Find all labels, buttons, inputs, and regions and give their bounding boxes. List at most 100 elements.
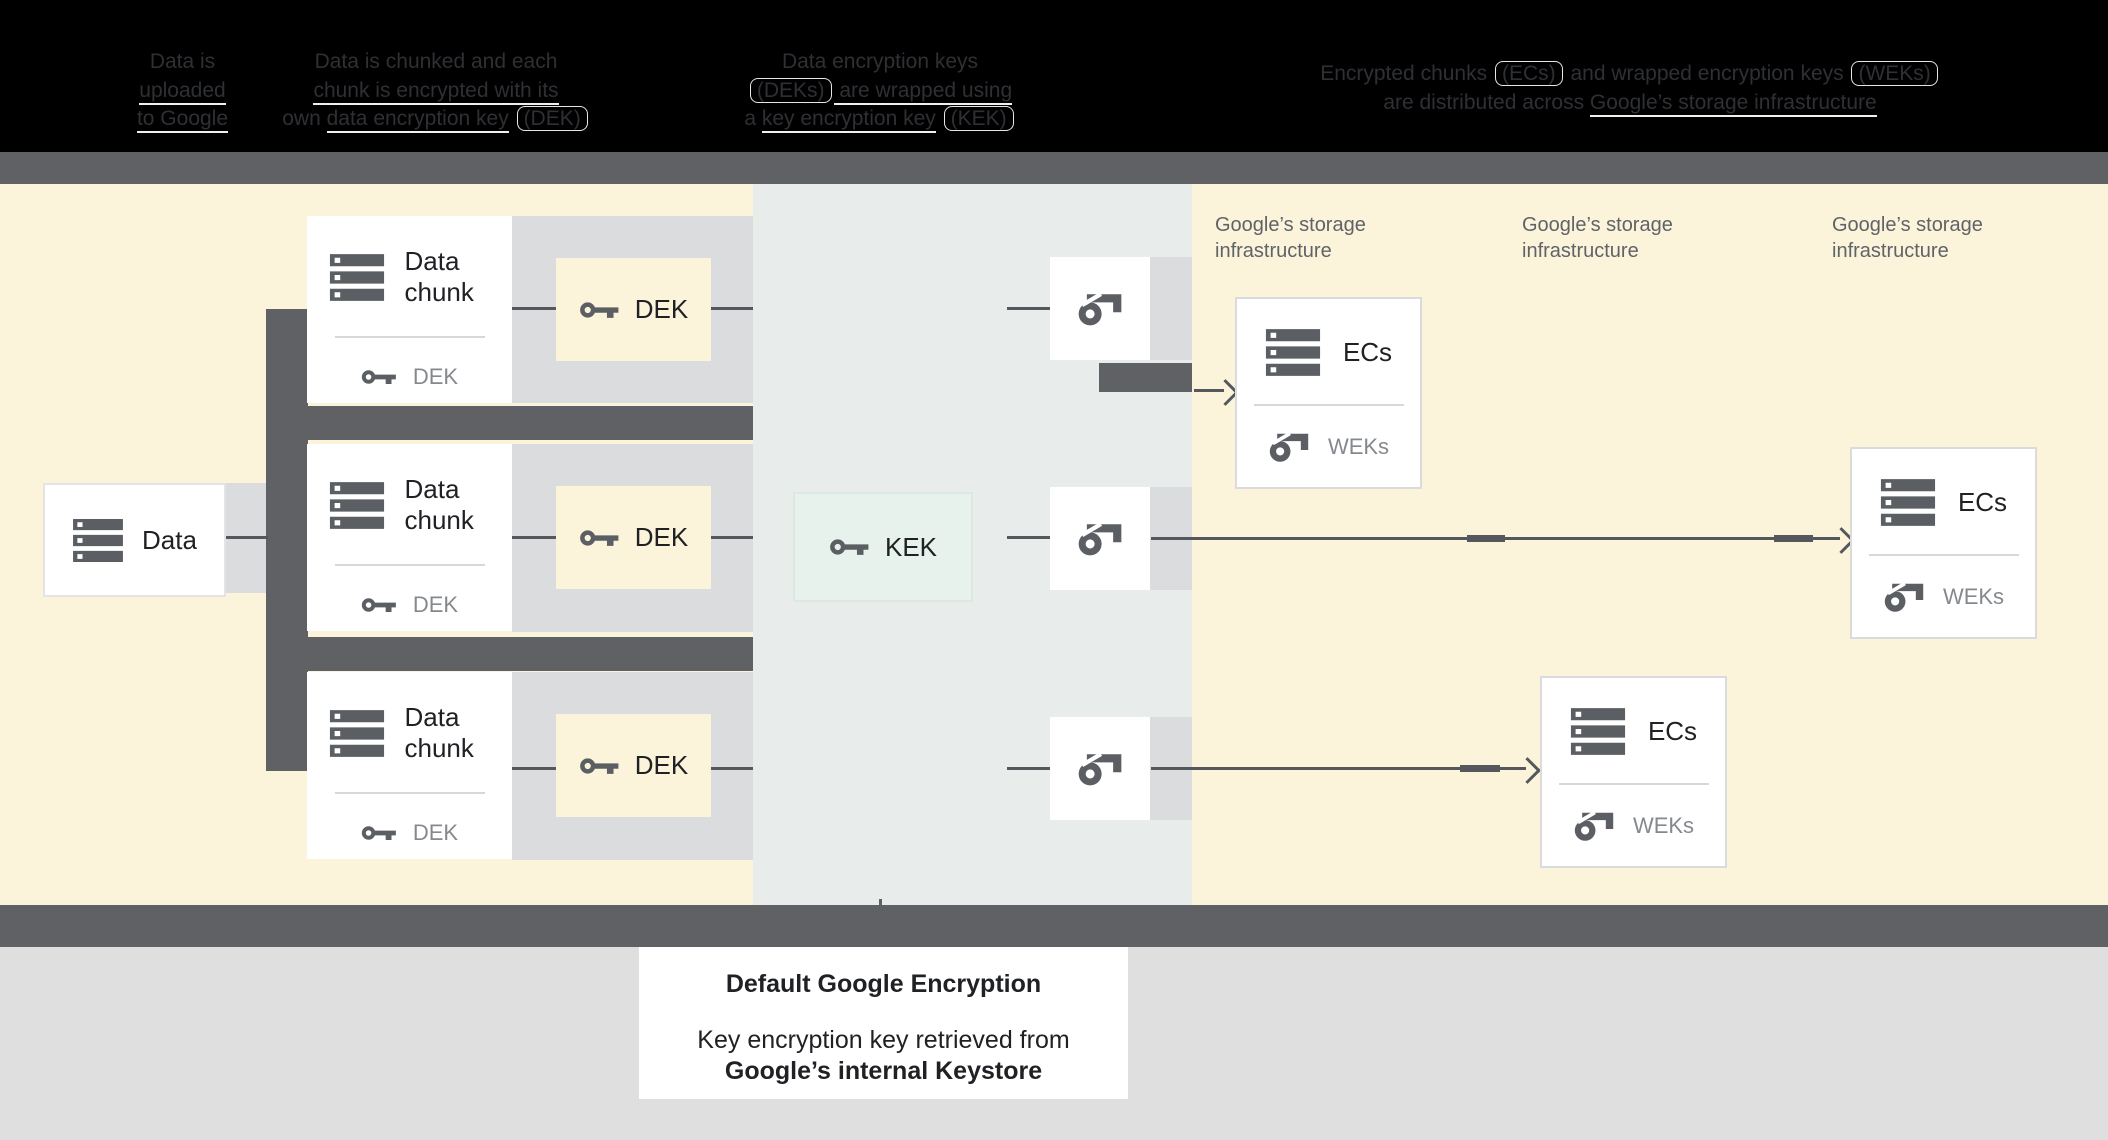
header-caption-line: chunk is encrypted with its [275, 77, 597, 106]
header-term-chip[interactable]: (KEK) [943, 106, 1014, 131]
split-band-2 [266, 637, 753, 671]
split-band-1 [266, 406, 753, 440]
ecs-header: ECs [1570, 708, 1697, 755]
chunk-key-label: DEK [412, 364, 459, 389]
chunk-server-icon [329, 709, 385, 757]
header-caption-line: Data encryption keys [722, 48, 1038, 77]
ecs-header: ECs [1265, 329, 1392, 376]
data-chunk-box-1: Data chunk DEK [307, 216, 512, 403]
header-link[interactable]: to Google [136, 107, 229, 133]
header-caption-line: are distributed across Google’s storage … [1300, 89, 1960, 118]
ecs-header: ECs [1880, 479, 2007, 526]
header-caption-line: (DEKs) are wrapped using [722, 77, 1038, 106]
data-split-trunk [266, 309, 308, 771]
header-caption-line: uploaded [60, 77, 305, 106]
dek-box-label: DEK [634, 294, 689, 324]
header-caption-col-4: Encrypted chunks (ECs) and wrapped encry… [1300, 60, 1960, 117]
ecs-title: ECs [1957, 487, 2008, 517]
dek-key-icon [579, 757, 621, 775]
line-dek1-stub [710, 307, 753, 310]
ecs-divider [1253, 404, 1404, 406]
chunk-divider [334, 336, 485, 338]
chunk-key-label: DEK [412, 820, 459, 845]
chunk-header: Data chunk [329, 474, 491, 536]
header-link[interactable]: uploaded [139, 78, 226, 105]
dek-key-icon [361, 369, 398, 385]
wrapped-key-band [1099, 363, 1192, 392]
line-data-to-trunk [222, 536, 268, 539]
header-text [936, 107, 942, 130]
chunk-title: Data chunk [404, 474, 474, 535]
line-dek2-stub [710, 536, 753, 539]
keycard1-band [1150, 257, 1192, 360]
header-text [509, 107, 515, 130]
ecs-server-icon [1570, 708, 1626, 755]
arrow-thick-segment [1774, 535, 1813, 542]
line-keycard3-stub [1007, 767, 1050, 770]
header-link[interactable]: chunk is encrypted with its [313, 78, 559, 105]
header-text: are distributed across [1383, 90, 1590, 114]
header-term-chip[interactable]: (DEK) [516, 106, 588, 131]
ecs-divider [1868, 554, 2019, 556]
header-link[interactable]: key encryption key [761, 107, 936, 133]
header-term-chip[interactable]: (WEKs) [1851, 61, 1938, 86]
chunk-server-icon [329, 481, 385, 529]
kek-box: KEK [793, 492, 973, 602]
arrow-line-to-ecs2 [1151, 767, 1526, 770]
dek-box-label: DEK [634, 522, 689, 552]
chunk-title: Data chunk [404, 246, 474, 307]
header-text: Encrypted chunks [1320, 62, 1493, 85]
weks-key-icon [1268, 430, 1310, 464]
wrapped-key-icon [1077, 290, 1123, 328]
header-caption-line: a key encryption key (KEK) [722, 105, 1038, 134]
weks-key-icon [1573, 809, 1615, 843]
caption-line-1: Key encryption key retrieved from [697, 1026, 1070, 1054]
caption-line-2: Google’s internal Keystore [724, 1057, 1043, 1085]
header-term-chip[interactable]: (ECs) [1494, 61, 1563, 86]
chunk-key-row: DEK [361, 592, 458, 618]
ecs-title: ECs [1647, 716, 1698, 746]
header-caption-line: own data encryption key (DEK) [275, 105, 597, 134]
header-link[interactable]: are wrapped using [833, 78, 1013, 105]
chunk-header: Data chunk [329, 702, 491, 764]
line-keycard2-stub [1007, 536, 1050, 539]
header-caption-line: Data is [60, 48, 305, 77]
dek-box-2: DEK [556, 486, 711, 589]
line-chunk1-to-dek1 [511, 307, 557, 310]
data-server-icon [72, 518, 124, 562]
arrow-line-to-ecs1 [1194, 389, 1224, 392]
chunk-divider [334, 792, 485, 794]
header-term-chip[interactable]: (DEKs) [749, 77, 832, 103]
ecs-key-row: WEKs [1883, 580, 2004, 614]
wrapped-key-card-2 [1050, 487, 1150, 590]
ecs-box-2: ECs WEKs [1540, 676, 1727, 868]
kek-box-label: KEK [884, 531, 938, 562]
header-caption-col-3: Data encryption keys(DEKs) are wrapped u… [722, 48, 1038, 134]
chunk-divider [334, 564, 485, 566]
ecs-key-label: WEKs [1327, 434, 1390, 459]
header-link[interactable]: data encryption key [326, 107, 509, 133]
dek-key-icon [579, 301, 621, 319]
dek-box-label: DEK [634, 750, 689, 780]
header-text: a [744, 107, 762, 130]
line-dek3-stub [710, 767, 753, 770]
header-caption-line: Data is chunked and each [275, 48, 597, 77]
dek-box-3: DEK [556, 714, 711, 817]
header-text: and wrapped encryption keys [1564, 62, 1850, 85]
ecs-divider [1558, 783, 1709, 785]
chunk-key-row: DEK [361, 364, 458, 390]
chunk-header: Data chunk [329, 246, 491, 308]
storage-label-1: Google’s storage infrastructure [1215, 214, 1366, 262]
dek-key-icon [361, 825, 398, 841]
header-caption-line: Encrypted chunks (ECs) and wrapped encry… [1300, 60, 1960, 89]
header-caption-line: to Google [60, 105, 305, 134]
header-link[interactable]: Google’s storage infrastructure [1589, 90, 1877, 117]
chunk-key-label: DEK [412, 592, 459, 617]
data-box-label: Data [142, 524, 197, 555]
storage-label-2: Google’s storage infrastructure [1522, 214, 1673, 262]
ecs-server-icon [1880, 479, 1936, 526]
